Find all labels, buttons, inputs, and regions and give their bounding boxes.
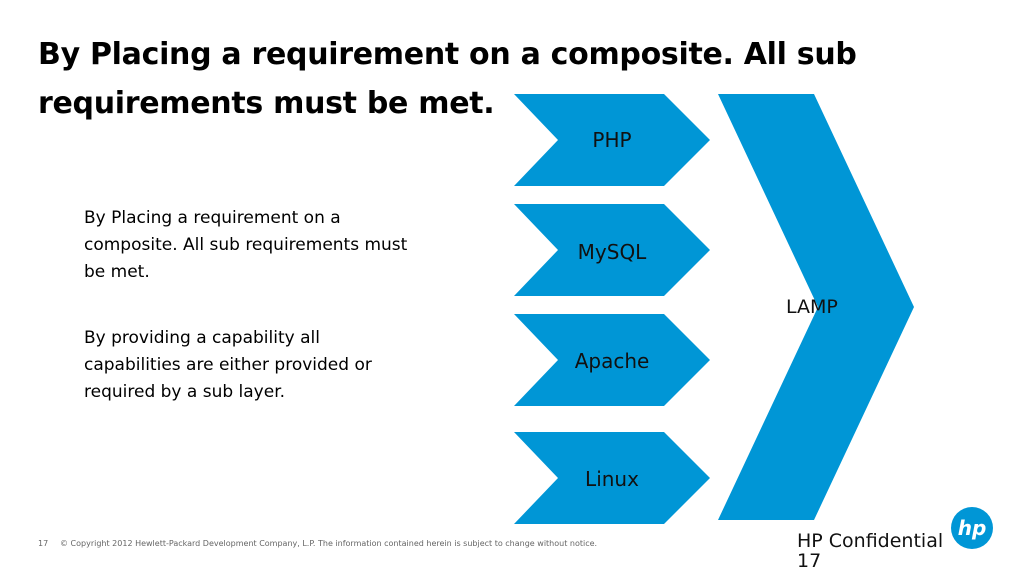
footer-slide-number: 17: [38, 539, 49, 548]
hp-logo-icon: hp: [951, 507, 993, 549]
layer-label-linux: Linux: [585, 467, 639, 491]
composite-label-lamp: LAMP: [786, 296, 838, 318]
chevron-shape: [514, 432, 710, 524]
layer-label-mysql: MySQL: [577, 240, 647, 264]
chevron-apache: Apache: [514, 314, 710, 406]
body-paragraph-2: By providing a capability all capabiliti…: [84, 328, 372, 402]
hp-logo: hp: [950, 506, 994, 550]
page-number: 17: [797, 550, 822, 572]
layer-label-php: PHP: [592, 128, 632, 152]
chevron-shape: [514, 204, 710, 296]
layer-label-apache: Apache: [574, 349, 650, 373]
confidential-label: HP Confidential: [797, 530, 944, 552]
body-paragraph-1: By Placing a requirement on a composite.…: [84, 208, 408, 282]
chevron-shape: [718, 94, 914, 520]
svg-text:hp: hp: [958, 516, 987, 540]
slide-title: By Placing a requirement on a composite.…: [38, 37, 857, 121]
footer-copyright: © Copyright 2012 Hewlett-Packard Develop…: [60, 539, 598, 548]
chevron-linux: Linux: [514, 432, 710, 524]
chevron-php: PHP: [514, 94, 710, 186]
chevron-lamp: [718, 94, 914, 520]
chevron-mysql: MySQL: [514, 204, 710, 296]
chevron-shape: [514, 94, 710, 186]
chevron-shape: [514, 314, 710, 406]
